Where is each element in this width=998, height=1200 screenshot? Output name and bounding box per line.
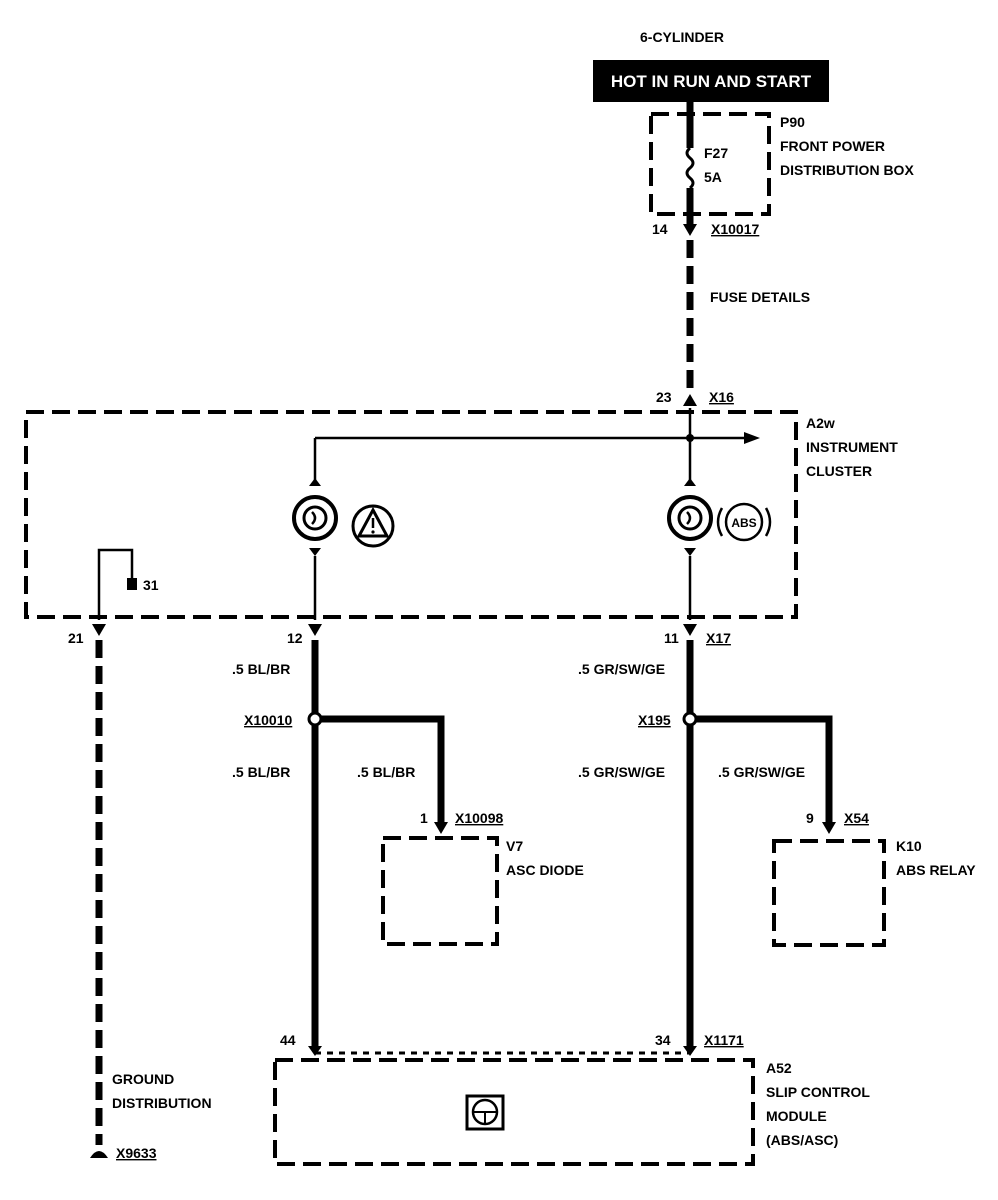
relay-pin: 9 [806,810,814,826]
connector-arrow [308,1046,322,1056]
diode-wire-label: .5 BL/BR [357,764,415,780]
module-connector: X1171 [704,1032,744,1048]
cluster-name-2: CLUSTER [806,463,872,479]
diode-id: V7 [506,838,523,854]
relay-outline [772,839,886,947]
diode-pin: 1 [420,810,428,826]
cluster-outline [24,410,798,619]
fuse-icon [685,146,695,190]
cluster-pin-right: 11 [664,630,679,646]
ground-label-2: DISTRIBUTION [112,1095,212,1111]
left-wire-top-label: .5 BL/BR [232,661,290,677]
module-name-3: (ABS/ASC) [766,1132,838,1148]
module-name-2: MODULE [766,1108,827,1124]
left-splice-label: X10010 [244,712,292,728]
left-splice-icon [307,711,323,727]
connector-arrow [683,394,697,406]
relay-connector: X54 [844,810,869,826]
warning-triangle-icon [351,504,395,548]
internal-ground-wire [97,548,134,620]
fuse-box-outline [649,112,771,216]
module-outline [273,1058,755,1166]
diode-connector: X10098 [455,810,503,826]
diode-wire [321,715,445,824]
ground-symbol-icon [90,1151,108,1158]
relay-id: K10 [896,838,922,854]
ground-label-1: GROUND [112,1071,174,1087]
cluster-pin-ground: 21 [68,630,84,646]
connector-arrow [434,822,448,834]
right-splice-icon [682,711,698,727]
fuse-rating: 5A [704,169,722,185]
supply-label: HOT IN RUN AND START [611,72,812,91]
supply-banner [593,60,829,102]
fuse-box-name-1: FRONT POWER [780,138,885,154]
ground-terminal-label: 31 [143,577,159,593]
relay-wire [696,715,833,824]
ground-connector: X9633 [116,1145,157,1161]
abs-warning-lamp-icon [667,478,713,556]
module-right-pin: 34 [655,1032,671,1048]
fuse-details-label: FUSE DETAILS [710,289,810,305]
steering-wheel-icon [465,1094,505,1131]
connector-arrow [683,1046,697,1056]
cluster-in-connector: X16 [709,389,734,405]
connector-arrow [683,624,697,636]
fuse-box-pin: 14 [652,221,668,237]
fuse-id: F27 [704,145,728,161]
bus-junction [686,434,694,442]
ground-terminal-icon [127,578,137,590]
cluster-id: A2w [806,415,835,431]
left-wire-down-label: .5 BL/BR [232,764,290,780]
variant-label: 6-CYLINDER [640,29,724,45]
cluster-out-connector: X17 [706,630,731,646]
module-id: A52 [766,1060,792,1076]
relay-wire-label: .5 GR/SW/GE [718,764,805,780]
connector-arrow [683,224,697,236]
fuse-box-name-2: DISTRIBUTION BOX [780,162,914,178]
module-left-pin: 44 [280,1032,296,1048]
diode-outline [381,836,499,946]
cluster-pin-left: 12 [287,630,303,646]
cluster-name-1: INSTRUMENT [806,439,898,455]
connector-arrow [308,624,322,636]
right-wire-top-label: .5 GR/SW/GE [578,661,665,677]
abs-symbol-text: ABS [731,516,756,530]
brake-warning-lamp-icon [292,478,338,556]
fuse-box-id: P90 [780,114,805,130]
module-name-1: SLIP CONTROL [766,1084,870,1100]
connector-arrow [92,624,106,636]
cluster-in-pin: 23 [656,389,672,405]
abs-symbol-icon [716,502,772,542]
diode-name: ASC DIODE [506,862,584,878]
relay-name: ABS RELAY [896,862,976,878]
bus-arrow [744,432,760,444]
right-splice-label: X195 [638,712,671,728]
connector-arrow [822,822,836,834]
right-wire-down-label: .5 GR/SW/GE [578,764,665,780]
fuse-box-connector: X10017 [711,221,759,237]
